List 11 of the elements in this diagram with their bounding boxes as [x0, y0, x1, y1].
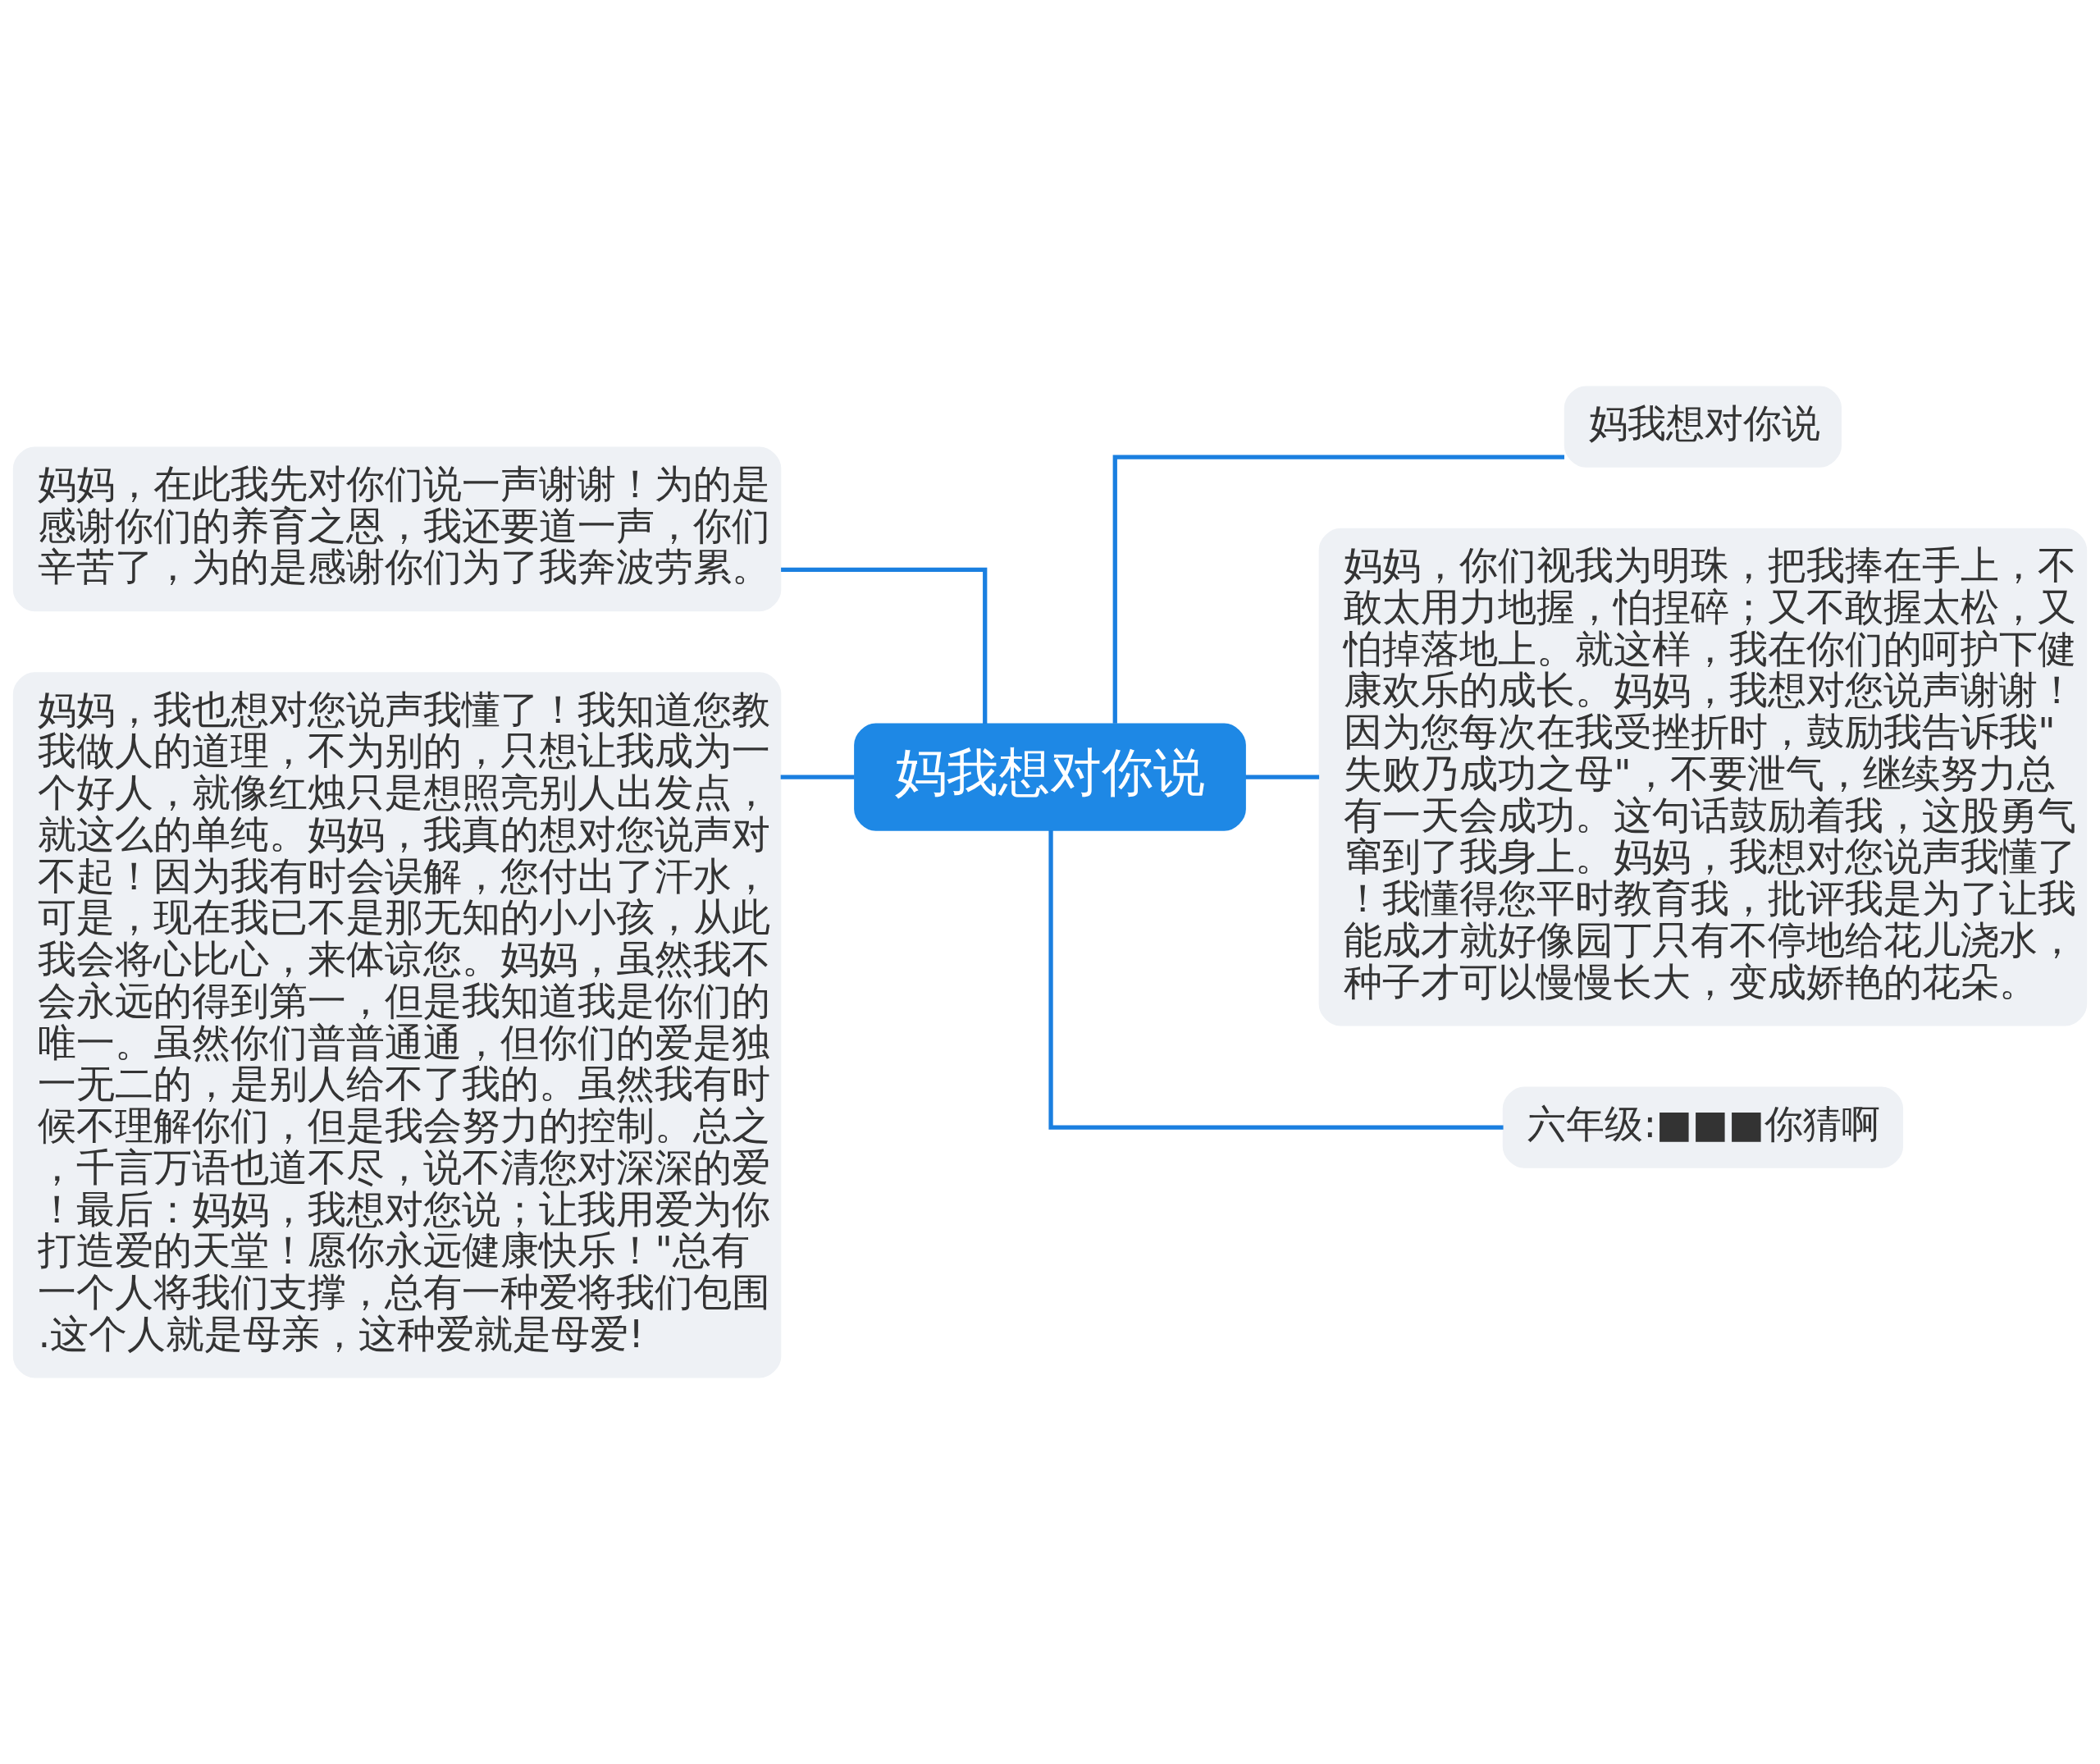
connector [1048, 829, 1504, 1130]
connector [781, 567, 988, 724]
connector [780, 775, 855, 779]
node-box: 妈我想对你说 [854, 723, 1246, 831]
node-box: 妈妈，在此我先对你们说一声谢谢！为的是感谢你们的养育之恩，我还要道一声，你们辛苦了，为的是感谢你们为了我奔波劳累。 [12, 446, 782, 612]
node-box: 妈妈，你们视我为明珠，把我捧在手上，不敢太用力地握，怕捏碎；又不敢握太松，又怕掉落地上。就这样，我在你们的呵护下健康欢乐的成长。妈妈，我想对您说声谢谢！因为您每次在我受挫折时，鼓励我告诉我"失败乃成功之母"，不要泄气，继续努力总有一天会成功。这句话鼓励着我，这股勇气窜到了我身上。妈妈，我想对您说声我懂了！我懂得您平时教育我，批评我是为了让我能成才就好像园丁只有不停地给花儿浇水，种子才可以慢慢长大，变成娇艳的花朵。 [1318, 528, 2088, 1026]
connector [1112, 455, 1564, 724]
node-box: 妈我想对你说 [1564, 386, 1842, 468]
connector [1245, 775, 1320, 779]
node-box: 妈妈，我也想对您说声我懂了！我知道您教我做人的道理，不为别的，只想让我成为一个好人，就像红烛只是想照亮别人出发点，就这么的单纯。妈妈，我真的想对您说声对不起！因为我有时会误解，您付出了汗水，可是，现在我已不是那无知的小小孩，从此我会将心比心，来体谅您。妈妈，虽然我不会永远的得到第一，但是我知道我是你们的唯一。虽然你们普普通通，但你们的爱是独一无二的，是别人给不了我的。虽然我有时候不理解你们，但是我会努力的控制。总之，千言万语也道不尽，说不清您对深深的爱！最后：妈妈，我想对您说；让我用爱为你打造爱的天堂！愿你永远健康快乐！"总有一个人将我们支撑，总有一种爱将我们包围.这个人就是母亲，这种爱就是母爱! [12, 672, 782, 1378]
node-box: 六年级:■■■你猜啊 [1502, 1086, 1904, 1168]
